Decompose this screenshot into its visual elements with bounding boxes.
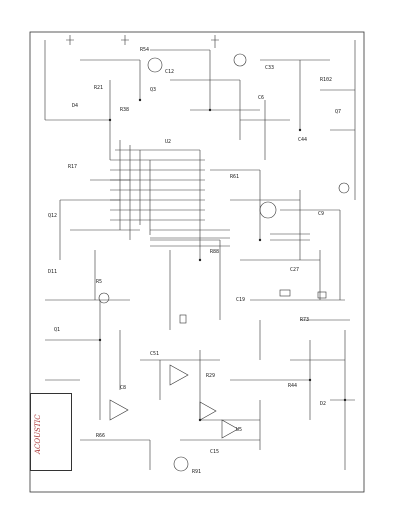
component-label: Q12	[48, 213, 58, 219]
transistor-symbol	[338, 182, 350, 194]
component-label: C27	[290, 267, 300, 273]
passive-components	[66, 35, 327, 324]
component-label: C19	[236, 297, 246, 303]
component-label: C51	[150, 351, 160, 357]
component-label: R38	[120, 107, 130, 113]
component-label: R21	[94, 85, 104, 91]
component-label: C44	[298, 137, 308, 143]
component-label: R17	[68, 164, 78, 170]
bus-lines	[110, 159, 230, 247]
component-label: R44	[288, 383, 298, 389]
component-label: C12	[165, 69, 175, 75]
component-label: R5	[96, 279, 103, 285]
op-amp-symbol	[169, 364, 189, 386]
component-label: R29	[206, 373, 216, 379]
component-label: R73	[300, 317, 310, 323]
op-amps	[109, 364, 239, 439]
component-label: D2	[320, 401, 327, 407]
component-label: Q3	[150, 87, 157, 93]
component-label: C9	[318, 211, 325, 217]
transistors	[98, 53, 350, 472]
component-label: R66	[96, 433, 106, 439]
transistor-symbol	[147, 57, 163, 73]
component-label: D4	[72, 103, 79, 109]
component-label: C33	[265, 65, 275, 71]
company-logo: ACOUSTIC	[34, 414, 42, 454]
component-label: U5	[236, 427, 243, 433]
component-label: C8	[120, 385, 127, 391]
component-label: U2	[165, 139, 172, 145]
component-label: R102	[320, 77, 333, 83]
component-label: Q1	[54, 327, 61, 333]
transistor-symbol	[233, 53, 247, 67]
drawing-border	[29, 31, 365, 493]
op-amp-symbol	[199, 401, 217, 421]
transistor-symbol	[173, 456, 189, 472]
component-label: Q7	[335, 109, 342, 115]
component-label: R61	[230, 174, 240, 180]
title-block: ACOUSTIC	[30, 393, 72, 471]
component-label: C6	[258, 95, 265, 101]
component-label: D11	[48, 269, 58, 275]
component-label: R91	[192, 469, 202, 475]
junction-dots	[98, 98, 347, 422]
component-label: R88	[210, 249, 220, 255]
component-label: R54	[140, 47, 150, 53]
transistor-symbol	[98, 292, 110, 304]
component-label: C15	[210, 449, 220, 455]
op-amp-symbol	[109, 399, 129, 421]
op-amp-symbol	[221, 419, 239, 439]
transistor-symbol	[259, 201, 277, 219]
